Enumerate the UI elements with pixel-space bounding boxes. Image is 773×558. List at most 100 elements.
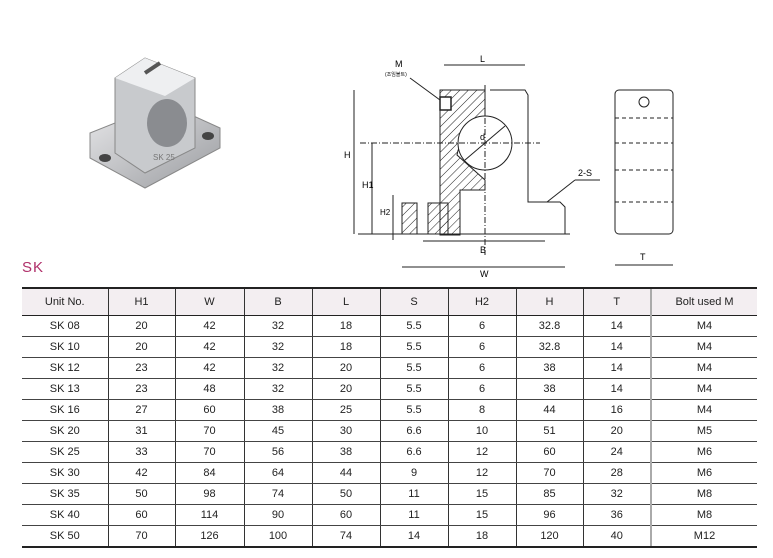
table-cell: 64 [244, 462, 313, 484]
table-cell: 25 [312, 399, 381, 421]
column-header: T [583, 287, 652, 316]
label-h: H [344, 150, 351, 160]
table-cell: 14 [583, 357, 652, 379]
column-header: S [380, 287, 449, 316]
table-cell: SK 16 [22, 399, 109, 421]
table-cell: 90 [244, 504, 313, 526]
table-cell: 42 [108, 462, 176, 484]
table-cell: 51 [516, 420, 584, 442]
table-cell: 38 [312, 441, 381, 463]
table-cell: 20 [312, 378, 381, 400]
table-cell: 14 [380, 525, 449, 548]
column-header: B [244, 287, 313, 316]
table-cell: 5.5 [380, 378, 449, 400]
table-cell: 6 [448, 378, 517, 400]
label-m: M [395, 59, 403, 69]
table-cell: 6.6 [380, 420, 449, 442]
table-cell: SK 50 [22, 525, 109, 548]
table-cell: 50 [312, 483, 381, 505]
table-cell: 44 [516, 399, 584, 421]
table-cell: 60 [175, 399, 245, 421]
table-cell: 5.5 [380, 399, 449, 421]
table-cell: 70 [516, 462, 584, 484]
table-cell: SK 35 [22, 483, 109, 505]
table-cell: SK 20 [22, 420, 109, 442]
column-header: H [516, 287, 584, 316]
table-cell: M6 [650, 462, 757, 484]
label-m-note: (조임볼트) [385, 71, 407, 78]
table-cell: M4 [650, 336, 757, 358]
table-cell: 42 [175, 357, 245, 379]
table-cell: M4 [650, 399, 757, 421]
table-cell: 20 [108, 315, 176, 337]
table-cell: 20 [108, 336, 176, 358]
table-cell: 6 [448, 357, 517, 379]
table-cell: 6 [448, 336, 517, 358]
series-title: SK [22, 259, 45, 276]
table-cell: 32 [244, 315, 313, 337]
table-cell: 42 [175, 315, 245, 337]
side-view-drawing: T [614, 89, 674, 266]
table-cell: 23 [108, 357, 176, 379]
table-cell: 48 [175, 378, 245, 400]
column-header: Unit No. [22, 287, 109, 316]
table-cell: 10 [448, 420, 517, 442]
column-header: H2 [448, 287, 517, 316]
table-cell: M6 [650, 441, 757, 463]
table-cell: 18 [312, 315, 381, 337]
table-cell: 36 [583, 504, 652, 526]
table-cell: 42 [175, 336, 245, 358]
table-cell: SK 08 [22, 315, 109, 337]
table-cell: 33 [108, 441, 176, 463]
table-cell: 6 [448, 315, 517, 337]
table-cell: 60 [108, 504, 176, 526]
table-cell: 120 [516, 525, 584, 548]
table-cell: 126 [175, 525, 245, 548]
label-w: W [480, 269, 489, 279]
table-cell: 32 [244, 336, 313, 358]
table-cell: SK 10 [22, 336, 109, 358]
table-cell: M12 [650, 525, 757, 548]
table-cell: SK 30 [22, 462, 109, 484]
table-cell: 18 [448, 525, 517, 548]
table-cell: 27 [108, 399, 176, 421]
table-cell: M5 [650, 420, 757, 442]
table-cell: 32.8 [516, 336, 584, 358]
table-cell: 6.6 [380, 441, 449, 463]
table-cell: 14 [583, 315, 652, 337]
table-cell: 32 [244, 378, 313, 400]
table-cell: 96 [516, 504, 584, 526]
table-cell: 40 [583, 525, 652, 548]
table-cell: 23 [108, 378, 176, 400]
table-cell: M4 [650, 357, 757, 379]
label-h2: H2 [380, 208, 391, 217]
table-cell: 85 [516, 483, 584, 505]
table-cell: SK 13 [22, 378, 109, 400]
table-cell: 98 [175, 483, 245, 505]
table-cell: 38 [244, 399, 313, 421]
table-cell: 56 [244, 441, 313, 463]
table-cell: 24 [583, 441, 652, 463]
table-cell: 32 [583, 483, 652, 505]
table-cell: 84 [175, 462, 245, 484]
table-cell: SK 25 [22, 441, 109, 463]
table-cell: 60 [312, 504, 381, 526]
table-cell: 31 [108, 420, 176, 442]
table-cell: 30 [312, 420, 381, 442]
table-cell: 12 [448, 441, 517, 463]
table-cell: 5.5 [380, 357, 449, 379]
table-cell: 74 [312, 525, 381, 548]
table-cell: 11 [380, 483, 449, 505]
table-cell: 38 [516, 378, 584, 400]
table-cell: 45 [244, 420, 313, 442]
table-cell: 32 [244, 357, 313, 379]
column-header: Bolt used M [650, 287, 757, 316]
label-h1: H1 [362, 180, 374, 190]
